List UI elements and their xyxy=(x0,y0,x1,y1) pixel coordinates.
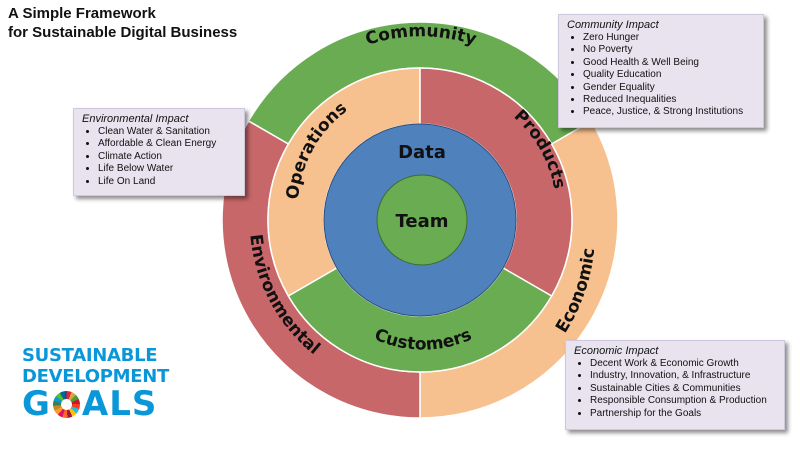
community-impact-list: Zero Hunger No Poverty Good Health & Wel… xyxy=(567,32,755,119)
sdg-logo-line-1: SUSTAINABLE xyxy=(22,345,158,366)
list-item: No Poverty xyxy=(583,44,755,56)
list-item: Peace, Justice, & Strong Institutions xyxy=(583,106,755,118)
sdg-logo-line-2: DEVELOPMENT xyxy=(22,366,170,387)
community-impact-box: Community Impact Zero Hunger No Poverty … xyxy=(558,14,764,128)
economic-impact-list: Decent Work & Economic Growth Industry, … xyxy=(574,358,776,420)
label-data: Data xyxy=(398,142,446,163)
page-title: A Simple Framework for Sustainable Digit… xyxy=(8,4,237,42)
list-item: Zero Hunger xyxy=(583,32,755,44)
list-item: Reduced Inequalities xyxy=(583,94,755,106)
list-item: Life On Land xyxy=(98,176,236,188)
list-item: Quality Education xyxy=(583,69,755,81)
label-team: Team xyxy=(396,211,449,232)
environmental-impact-list: Clean Water & Sanitation Affordable & Cl… xyxy=(82,126,236,188)
list-item: Responsible Consumption & Production xyxy=(590,395,776,407)
list-item: Climate Action xyxy=(98,151,236,163)
team-core xyxy=(376,174,468,266)
list-item: Affordable & Clean Energy xyxy=(98,138,236,150)
sdg-wheel-icon xyxy=(52,390,80,418)
environmental-impact-box: Environmental Impact Clean Water & Sanit… xyxy=(73,108,245,196)
list-item: Partnership for the Goals xyxy=(590,408,776,420)
sdg-logo-letter-g: G xyxy=(22,384,51,424)
list-item: Good Health & Well Being xyxy=(583,57,755,69)
economic-impact-box: Economic Impact Decent Work & Economic G… xyxy=(565,340,785,430)
economic-impact-heading: Economic Impact xyxy=(574,345,659,357)
environmental-impact-heading: Environmental Impact xyxy=(82,113,189,125)
sdg-logo-letters: ALS xyxy=(81,384,158,424)
sdg-logo: SUSTAINABLE DEVELOPMENT G ALS xyxy=(22,345,169,421)
sdg-logo-line-3: G ALS xyxy=(22,387,169,421)
list-item: Life Below Water xyxy=(98,163,236,175)
list-item: Gender Equality xyxy=(583,82,755,94)
middle-ring xyxy=(267,67,573,373)
list-item: Decent Work & Economic Growth xyxy=(590,358,776,370)
title-line-2: for Sustainable Digital Business xyxy=(8,24,238,41)
list-item: Sustainable Cities & Communities xyxy=(590,383,776,395)
title-line-1: A Simple Framework xyxy=(8,5,156,22)
list-item: Industry, Innovation, & Infrastructure xyxy=(590,370,776,382)
community-impact-heading: Community Impact xyxy=(567,19,659,31)
list-item: Clean Water & Sanitation xyxy=(98,126,236,138)
